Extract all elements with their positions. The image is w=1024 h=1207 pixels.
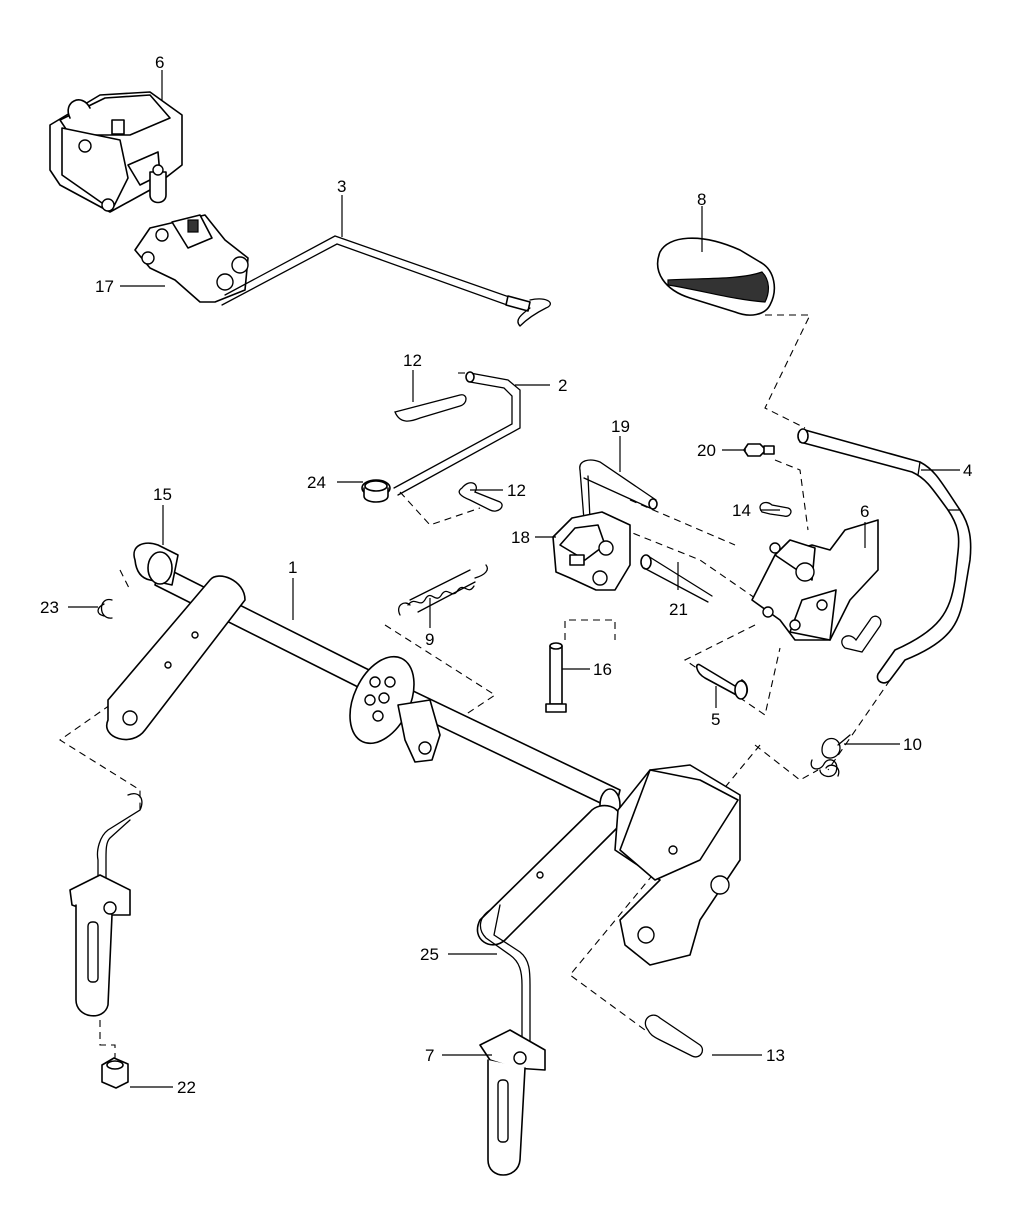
callout-24: 24 (307, 473, 326, 492)
callout-19: 19 (611, 417, 630, 436)
spacer-5 (695, 663, 749, 700)
callout-17: 17 (95, 277, 114, 296)
linkage-right (479, 904, 546, 1176)
bracket-6-right (751, 519, 882, 653)
handle-grip-8 (656, 237, 776, 316)
callout-12-lower: 12 (507, 481, 526, 500)
pin-16 (545, 642, 567, 713)
rod-19 (579, 459, 658, 521)
callout-3: 3 (337, 177, 346, 196)
callout-6-right: 6 (860, 502, 869, 521)
bolt-20 (743, 443, 775, 457)
rod-3 (221, 235, 551, 327)
callout-4: 4 (963, 461, 972, 480)
callout-12-upper: 12 (403, 351, 422, 370)
callout-15: 15 (153, 485, 172, 504)
callout-14: 14 (732, 501, 751, 520)
bracket-17 (134, 214, 249, 303)
callout-23: 23 (40, 598, 59, 617)
callout-25: 25 (420, 945, 439, 964)
hairpin-clip-14 (759, 501, 792, 517)
nut-22 (101, 1057, 129, 1089)
callout-5: 5 (711, 710, 720, 729)
hairpin-clip-12-upper (394, 394, 467, 422)
callout-16: 16 (593, 660, 612, 679)
spring-9 (398, 564, 489, 616)
hairpin-clip-13 (644, 1014, 704, 1058)
e-clip-23 (97, 599, 113, 619)
lever-4 (797, 428, 972, 684)
callout-9: 9 (425, 630, 434, 649)
callout-13: 13 (766, 1046, 785, 1065)
callout-labels: 6 3 8 17 12 2 24 12 19 20 4 15 14 6 18 1… (40, 53, 972, 1097)
callout-21: 21 (669, 600, 688, 619)
callout-8: 8 (697, 190, 706, 209)
rod-2 (393, 371, 521, 496)
bracket-6-top (49, 91, 183, 213)
callout-20: 20 (697, 441, 716, 460)
shaft-assembly-1 (105, 542, 741, 966)
callout-6-top: 6 (155, 53, 164, 72)
callout-22: 22 (177, 1078, 196, 1097)
callout-7: 7 (425, 1046, 434, 1065)
callout-1: 1 (288, 558, 297, 577)
bushing-24 (361, 479, 391, 503)
linkage-left (69, 793, 143, 1017)
assembly-dashed-lines (59, 314, 891, 1060)
callout-leaders (68, 70, 960, 1088)
bracket-18 (552, 511, 631, 591)
clevis-pin-21 (640, 554, 713, 603)
spring-10 (810, 734, 851, 778)
hairpin-clip-12-lower (458, 482, 503, 512)
callout-18: 18 (511, 528, 530, 547)
callout-10: 10 (903, 735, 922, 754)
callout-2: 2 (558, 376, 567, 395)
